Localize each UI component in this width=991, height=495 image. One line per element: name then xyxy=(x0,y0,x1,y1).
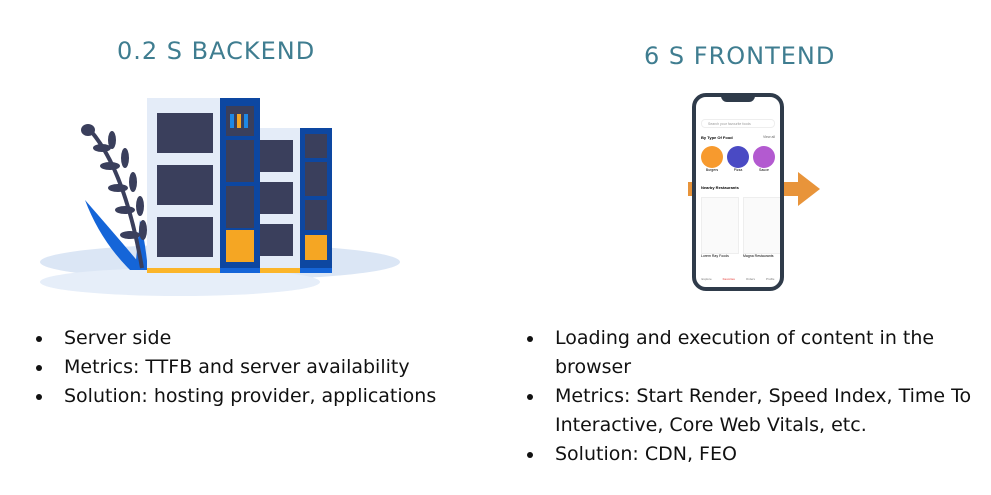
category-item[interactable]: Burgers xyxy=(701,146,723,172)
restaurant-name: Magna Restaurants xyxy=(743,254,774,258)
category-label: Burgers xyxy=(705,168,719,172)
category-circle xyxy=(753,146,775,168)
category-label: Sauce xyxy=(759,168,769,172)
search-input[interactable]: Search your favourite foods xyxy=(701,119,775,128)
nav-profile[interactable]: Profile xyxy=(765,277,775,281)
nav-orders[interactable]: Orders xyxy=(745,277,756,281)
bullet: Solution: hosting provider, applications xyxy=(54,382,436,411)
bullet: Loading and execution of content in the … xyxy=(545,324,991,382)
server-illustration xyxy=(40,98,400,296)
restaurant-card[interactable]: Magna Restaurants xyxy=(743,197,780,258)
category-item[interactable]: Sauce xyxy=(753,146,775,172)
backend-bullets: Server side Metrics: TTFB and server ava… xyxy=(26,324,436,411)
restaurant-name: Lorem Ray Foods xyxy=(701,254,729,258)
category-circle xyxy=(701,146,723,168)
section-nearby: Nearby Restaurants xyxy=(701,185,739,190)
bullet: Metrics: Start Render, Speed Index, Time… xyxy=(545,382,991,440)
nav-favorites[interactable]: Favorites xyxy=(722,277,735,281)
frontend-title: 6 S FRONTEND xyxy=(644,42,836,70)
category-circle xyxy=(727,146,749,168)
restaurant-card[interactable]: Lorem Ray Foods xyxy=(701,197,739,258)
section-food-types: By Type Of Food xyxy=(701,135,733,140)
bullet: Metrics: TTFB and server availability xyxy=(54,353,436,382)
category-item[interactable]: Pizza xyxy=(727,146,749,172)
view-all-link[interactable]: View all xyxy=(763,135,775,139)
bullet: Server side xyxy=(54,324,436,353)
phone-mockup: Search your favourite foods By Type Of F… xyxy=(692,93,784,291)
frontend-bullets: Loading and execution of content in the … xyxy=(517,324,991,469)
bullet: Solution: CDN, FEO xyxy=(545,440,991,469)
category-label: Pizza xyxy=(733,168,743,172)
bottom-nav: Explore Favorites Orders Profile xyxy=(696,277,780,281)
nav-explore[interactable]: Explore xyxy=(701,277,712,281)
backend-title: 0.2 S BACKEND xyxy=(117,37,316,65)
